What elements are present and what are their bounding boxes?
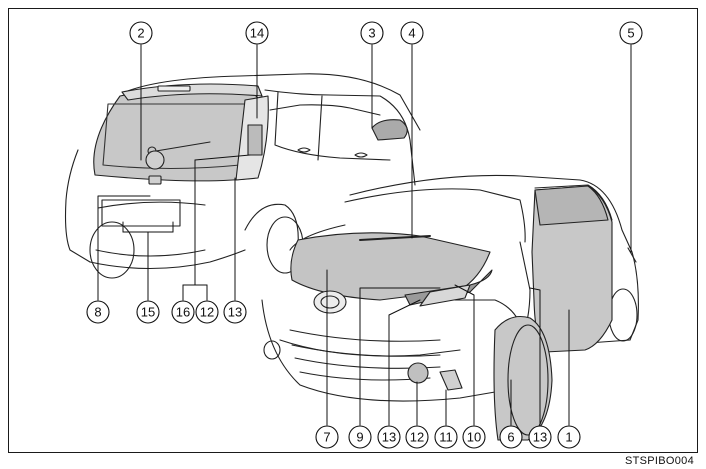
svg-text:6: 6 [507, 430, 514, 445]
callout-12-rear: 12 [196, 301, 218, 323]
svg-text:12: 12 [200, 305, 214, 320]
svg-text:5: 5 [627, 26, 634, 41]
svg-text:3: 3 [368, 26, 375, 41]
svg-text:13: 13 [228, 305, 242, 320]
callout-15: 15 [137, 301, 159, 323]
callout-11: 11 [435, 426, 457, 448]
callout-5: 5 [620, 22, 642, 44]
svg-text:2: 2 [137, 26, 144, 41]
svg-text:10: 10 [467, 430, 481, 445]
callout-14: 14 [246, 22, 268, 44]
svg-text:14: 14 [250, 26, 264, 41]
svg-text:1: 1 [565, 430, 572, 445]
callout-13-rear: 13 [224, 301, 246, 323]
svg-text:16: 16 [176, 305, 190, 320]
callout-13-right: 13 [529, 426, 551, 448]
callout-12-front: 12 [406, 426, 428, 448]
svg-text:11: 11 [439, 430, 453, 445]
svg-text:7: 7 [323, 430, 330, 445]
svg-text:13: 13 [382, 430, 396, 445]
callout-2: 2 [130, 22, 152, 44]
svg-text:15: 15 [141, 305, 155, 320]
svg-text:13: 13 [533, 430, 547, 445]
svg-text:9: 9 [356, 430, 363, 445]
callout-7: 7 [316, 426, 338, 448]
callout-6: 6 [500, 426, 522, 448]
callout-4: 4 [401, 22, 423, 44]
svg-text:4: 4 [408, 26, 415, 41]
front-tire [494, 317, 552, 441]
callout-3: 3 [361, 22, 383, 44]
callout-10: 10 [463, 426, 485, 448]
svg-text:12: 12 [410, 430, 424, 445]
callout-9: 9 [349, 426, 371, 448]
svg-text:8: 8 [94, 305, 101, 320]
callout-16: 16 [172, 301, 194, 323]
callout-1: 1 [558, 426, 580, 448]
image-code: STSPIBO004 [625, 455, 694, 467]
callout-8: 8 [87, 301, 109, 323]
callout-13-middle: 13 [378, 426, 400, 448]
